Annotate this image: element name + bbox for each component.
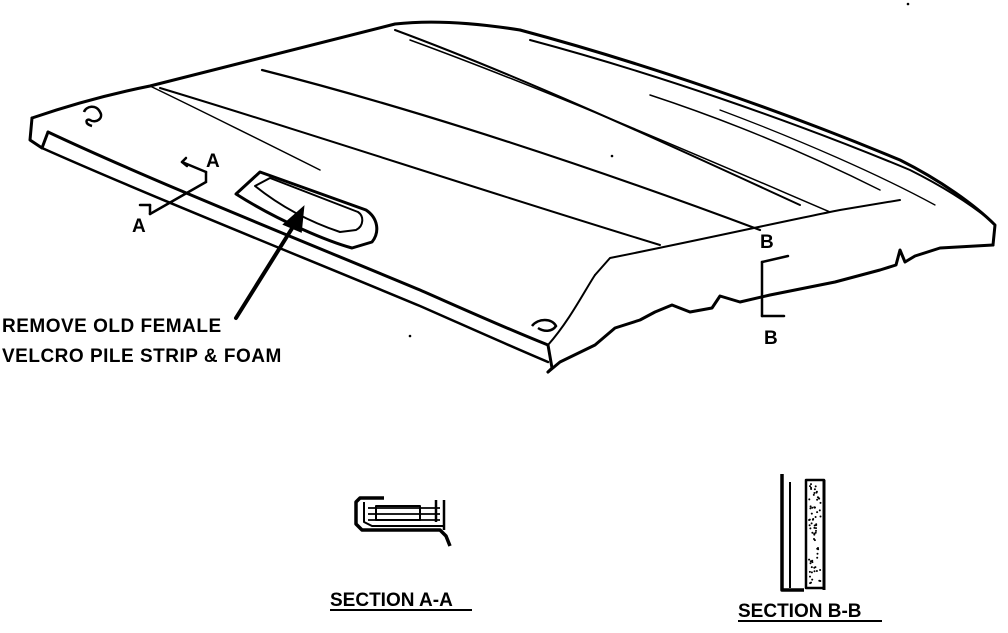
foam-dot [808,558,811,561]
foam-dot [814,516,817,518]
foam-dot [809,527,812,530]
headliner-panel [28,20,997,374]
callout-line-2: VELCRO PILE STRIP & FOAM [2,346,282,367]
foam-dot [816,511,819,514]
foam-dot [811,578,814,581]
foam-dot [809,562,812,565]
foam-dot [816,498,819,501]
speck-marks [408,2,910,338]
foam-dot [813,506,816,509]
foam-dot [809,582,812,585]
foam-dot [810,512,813,515]
callout-leader-arrow [234,205,305,320]
velcro-strip-outline [234,170,379,250]
foam-dot [815,529,817,532]
foam-dot [808,518,811,521]
foam-dot [817,547,819,549]
panel-grooves [159,29,936,246]
foam-dot [813,526,816,529]
foam-dot [809,485,811,488]
foam-dot [815,491,818,494]
foam-dot [816,552,819,555]
marker-a-top: A [206,151,220,172]
foam-dot [813,524,816,527]
foam-dot [810,566,813,569]
foam-dot [808,524,811,527]
foam-dot [809,575,811,578]
foam-dot [813,492,816,494]
foam-dot [811,506,814,509]
foam-dot [811,531,814,534]
foam-dot [819,515,822,518]
foam-dot [810,571,813,574]
foam-dot [811,518,814,521]
section-a-label: SECTION A-A [330,590,453,611]
foam-dot [808,498,811,501]
foam-dot [813,538,815,540]
clip-icon [82,105,103,128]
section-a-detail [354,496,452,547]
foam-dot [813,488,816,491]
foam-dot [811,559,814,562]
foam-dot [818,579,821,582]
foam-dot [815,527,817,530]
foam-dot [810,486,812,489]
foam-dot [808,570,811,573]
foam-dot [814,566,817,569]
marker-b-bottom: B [764,328,778,349]
marker-b-top: B [760,232,774,253]
foam-dot [819,501,822,504]
foam-dot [818,509,821,512]
foam-dot [812,493,815,496]
foam-dot [814,485,817,488]
section-b-cut-line [760,254,790,318]
foam-dot [816,556,819,559]
foam-dot [810,483,812,486]
foam-dot [819,569,822,571]
section-a-cut-line [138,156,208,216]
foam-stipple [808,483,822,585]
foam-dot [809,507,812,510]
callout-line-1: REMOVE OLD FEMALE [2,316,222,337]
foam-dot [813,532,816,535]
foam-dot [815,523,818,526]
foam-dot [815,570,818,572]
marker-a-bottom: A [132,216,146,237]
section-b-label: SECTION B-B [738,601,862,622]
foam-dot [809,505,812,508]
clip-icon [531,318,558,332]
foam-dot [817,496,820,499]
foam-dot [813,570,816,573]
foam-dot [810,522,813,525]
